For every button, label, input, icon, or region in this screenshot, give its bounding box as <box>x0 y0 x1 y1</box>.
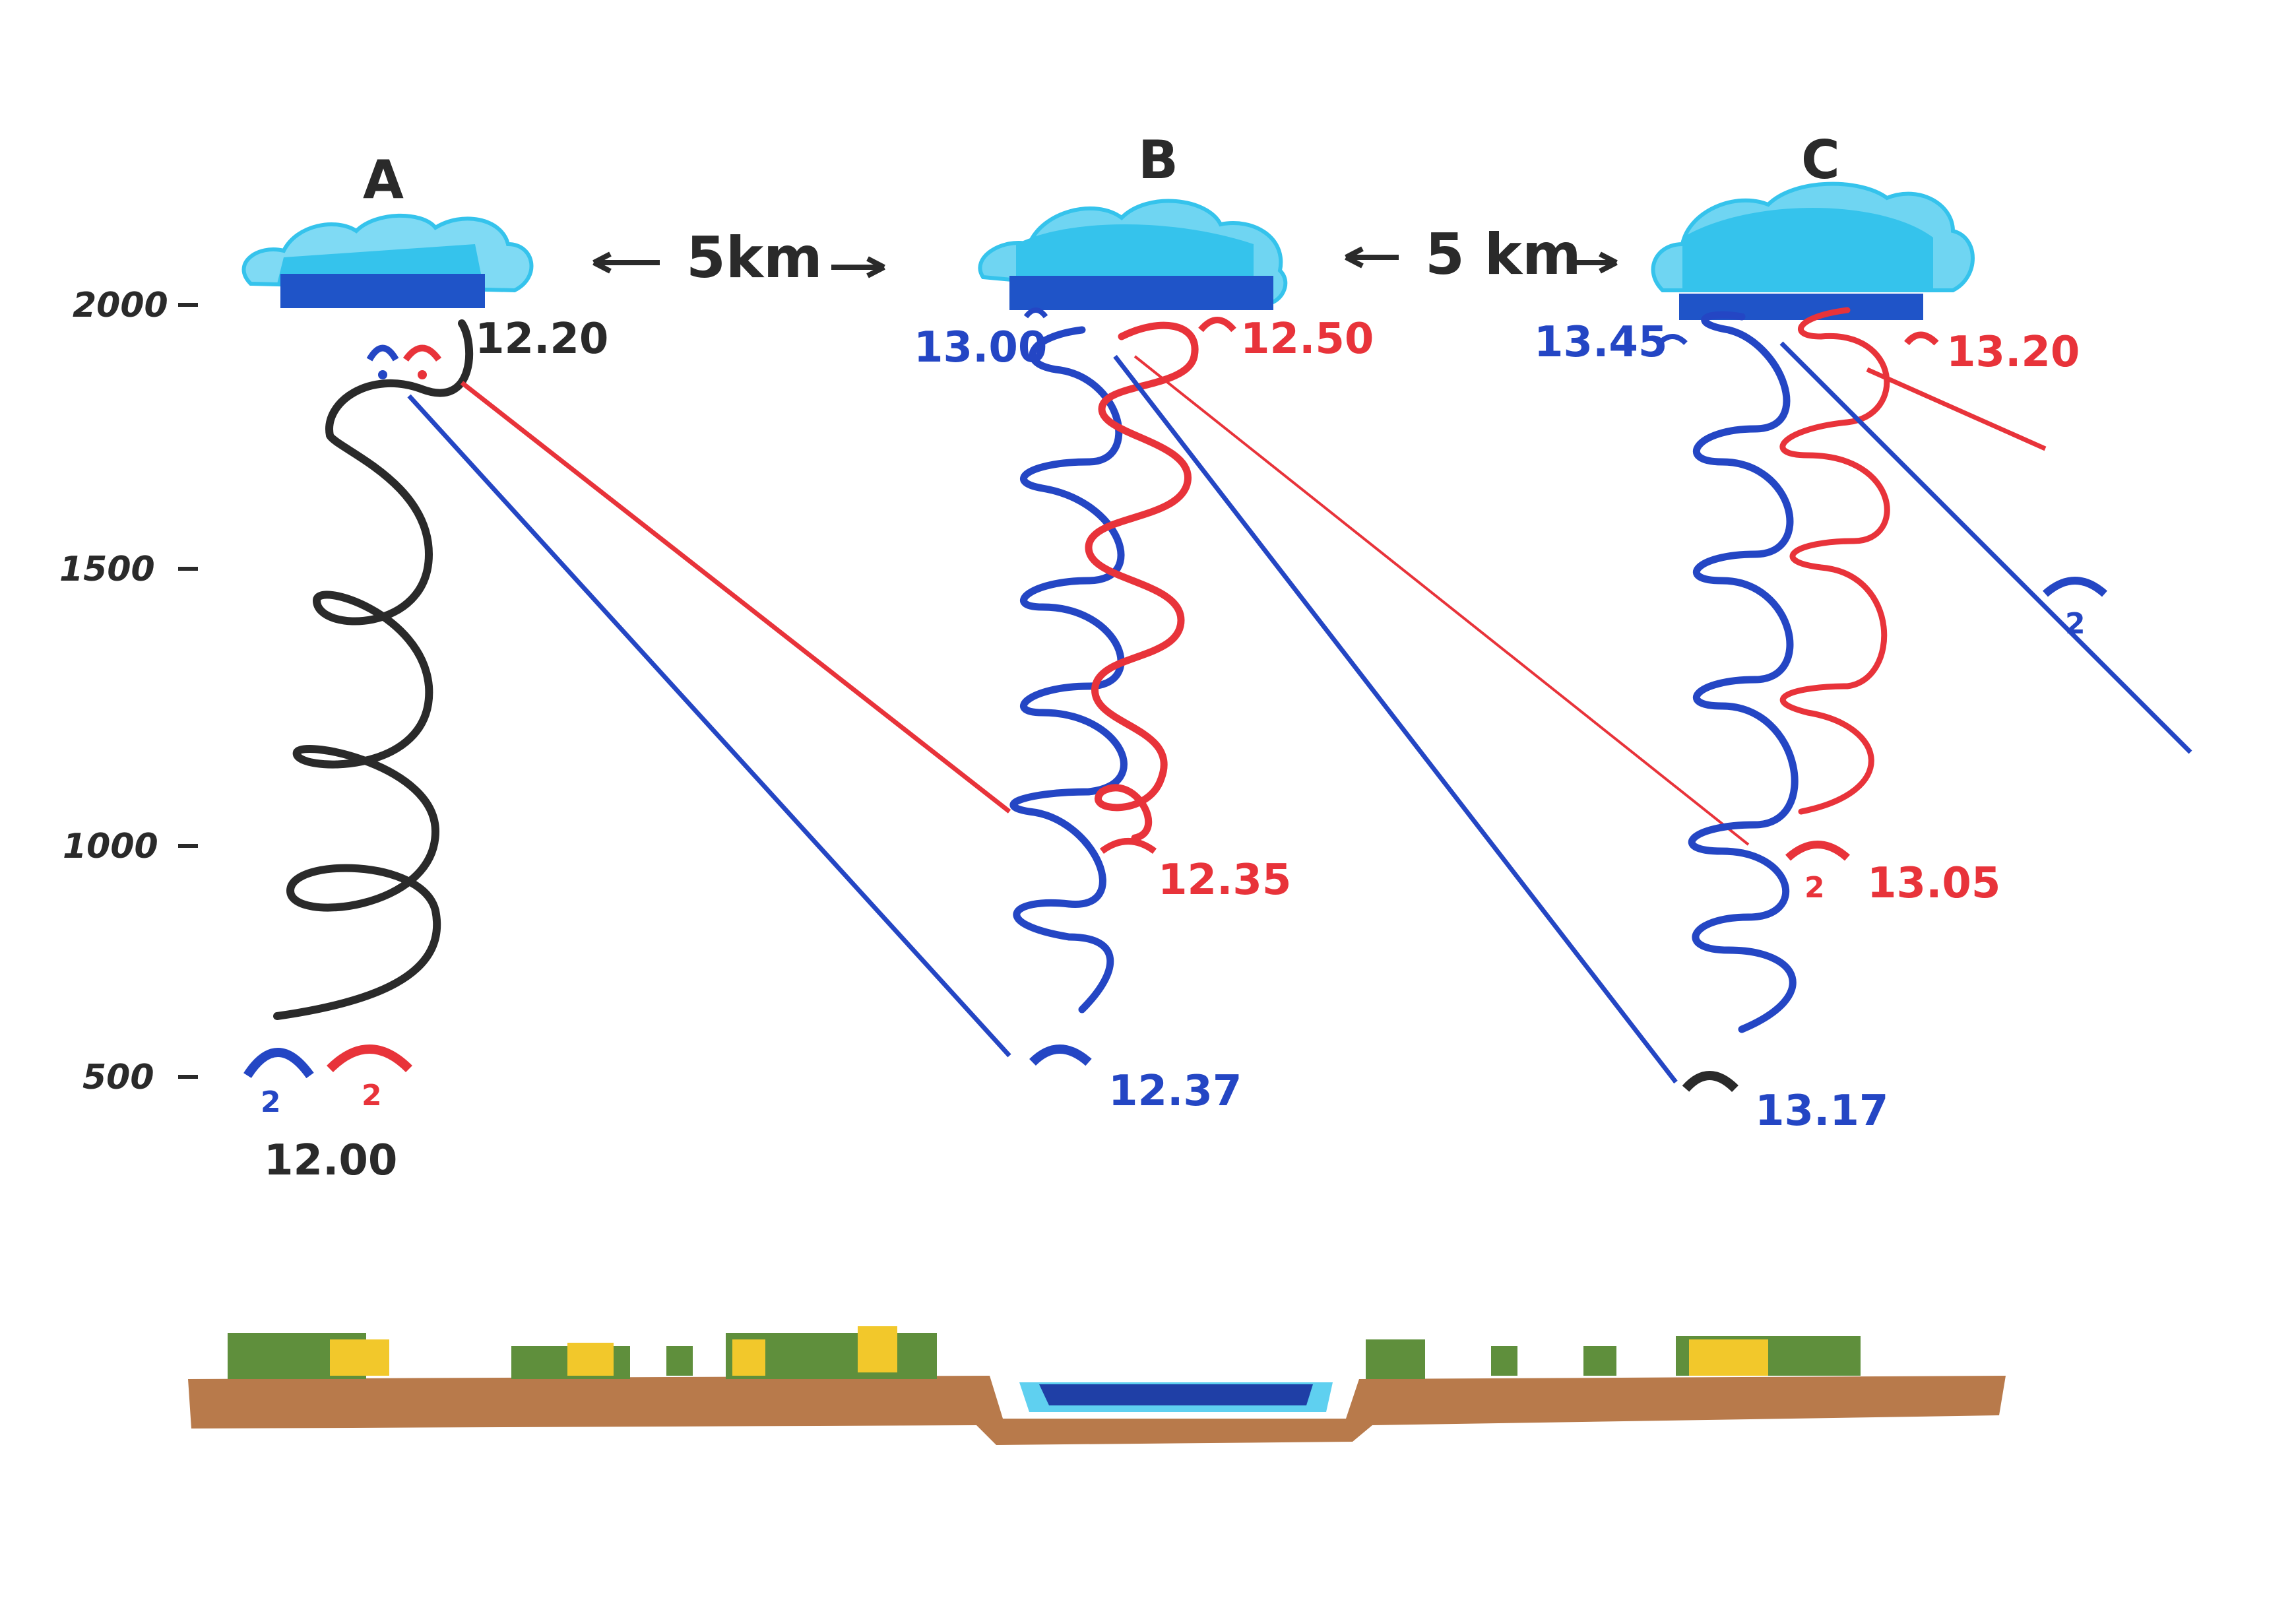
glide-line-b-blue <box>1113 354 1678 1084</box>
vegetation <box>228 1326 1861 1379</box>
ground <box>188 1326 2006 1445</box>
tick-1000: 1000 <box>63 827 158 866</box>
glide-line-a-blue <box>407 394 1011 1058</box>
time-b-bottom-blue: 12.37 <box>1108 1067 1242 1116</box>
time-c-top-red: 13.20 <box>1946 328 2080 377</box>
glider-icon-a-bottom-blue: 2 <box>243 1048 314 1119</box>
glider-icon-c-top-red <box>1904 331 1939 346</box>
time-a-bottom: 12.00 <box>264 1136 397 1185</box>
time-c-mid-red: 13.05 <box>1867 859 2000 908</box>
cloud-icon-c <box>1651 181 1975 320</box>
glider-icon-a-top-blue <box>366 344 399 379</box>
glide-line-c-blue <box>1779 341 2192 754</box>
glider-icon-a-bottom-red: 2 <box>327 1044 412 1112</box>
time-a-top: 12.20 <box>475 315 608 364</box>
station-label-c: C <box>1801 129 1840 191</box>
glider-icon-c-mid-red: 2 <box>1785 841 1850 905</box>
glide-line-a-red <box>460 381 1011 814</box>
station-label-b: B <box>1138 129 1178 191</box>
glider-icon-c-right-blue: 2 <box>2043 577 2107 641</box>
svg-text:2: 2 <box>2065 607 2086 641</box>
distance-label-b-c: 5 km <box>1425 222 1581 288</box>
glider-icon-c-top-blue <box>1657 334 1688 345</box>
station-label-a: A <box>363 149 404 210</box>
svg-text:2: 2 <box>362 1079 382 1112</box>
cloud-icon-b <box>978 199 1288 310</box>
glide-line-b-red <box>1133 355 1750 846</box>
time-c-bottom-blue: 13.17 <box>1755 1087 1888 1136</box>
time-b-mid-red: 12.35 <box>1158 856 1291 905</box>
time-c-top-blue: 13.45 <box>1534 318 1667 367</box>
svg-text:2: 2 <box>261 1085 281 1119</box>
cloud-icon-a <box>241 213 534 308</box>
glider-icon-b-top-red <box>1198 317 1236 333</box>
glider-icon-b-mid-red <box>1100 838 1157 854</box>
distance-b-c: 5 km <box>1345 222 1618 288</box>
glider-icon-c-bottom-black <box>1682 1071 1738 1093</box>
tick-500: 500 <box>82 1058 154 1097</box>
spiral-b-blue <box>1009 326 1128 1013</box>
glider-icon-b-bottom-blue <box>1029 1044 1092 1066</box>
spiral-a-black <box>273 319 474 1020</box>
glider-icon-a-top-red <box>402 344 442 379</box>
distance-a-b: 5km <box>592 225 885 291</box>
glider-icon-b-top-blue <box>1023 307 1048 319</box>
distance-label-a-b: 5km <box>686 225 823 291</box>
spiral-c-red <box>1779 307 1890 815</box>
spiral-c-blue <box>1688 311 1799 1033</box>
glide-line-c-red <box>1866 367 2047 451</box>
lake-icon <box>1019 1382 1333 1412</box>
tick-2000: 2000 <box>73 286 168 325</box>
spiral-b-red <box>1085 321 1199 842</box>
tick-1500: 1500 <box>59 550 155 589</box>
svg-text:2: 2 <box>1804 871 1825 905</box>
time-b-top-red: 12.50 <box>1240 315 1374 364</box>
altitude-axis: 2000 1500 1000 500 <box>59 286 198 1097</box>
time-b-top-blue: 13.00 <box>914 323 1047 372</box>
